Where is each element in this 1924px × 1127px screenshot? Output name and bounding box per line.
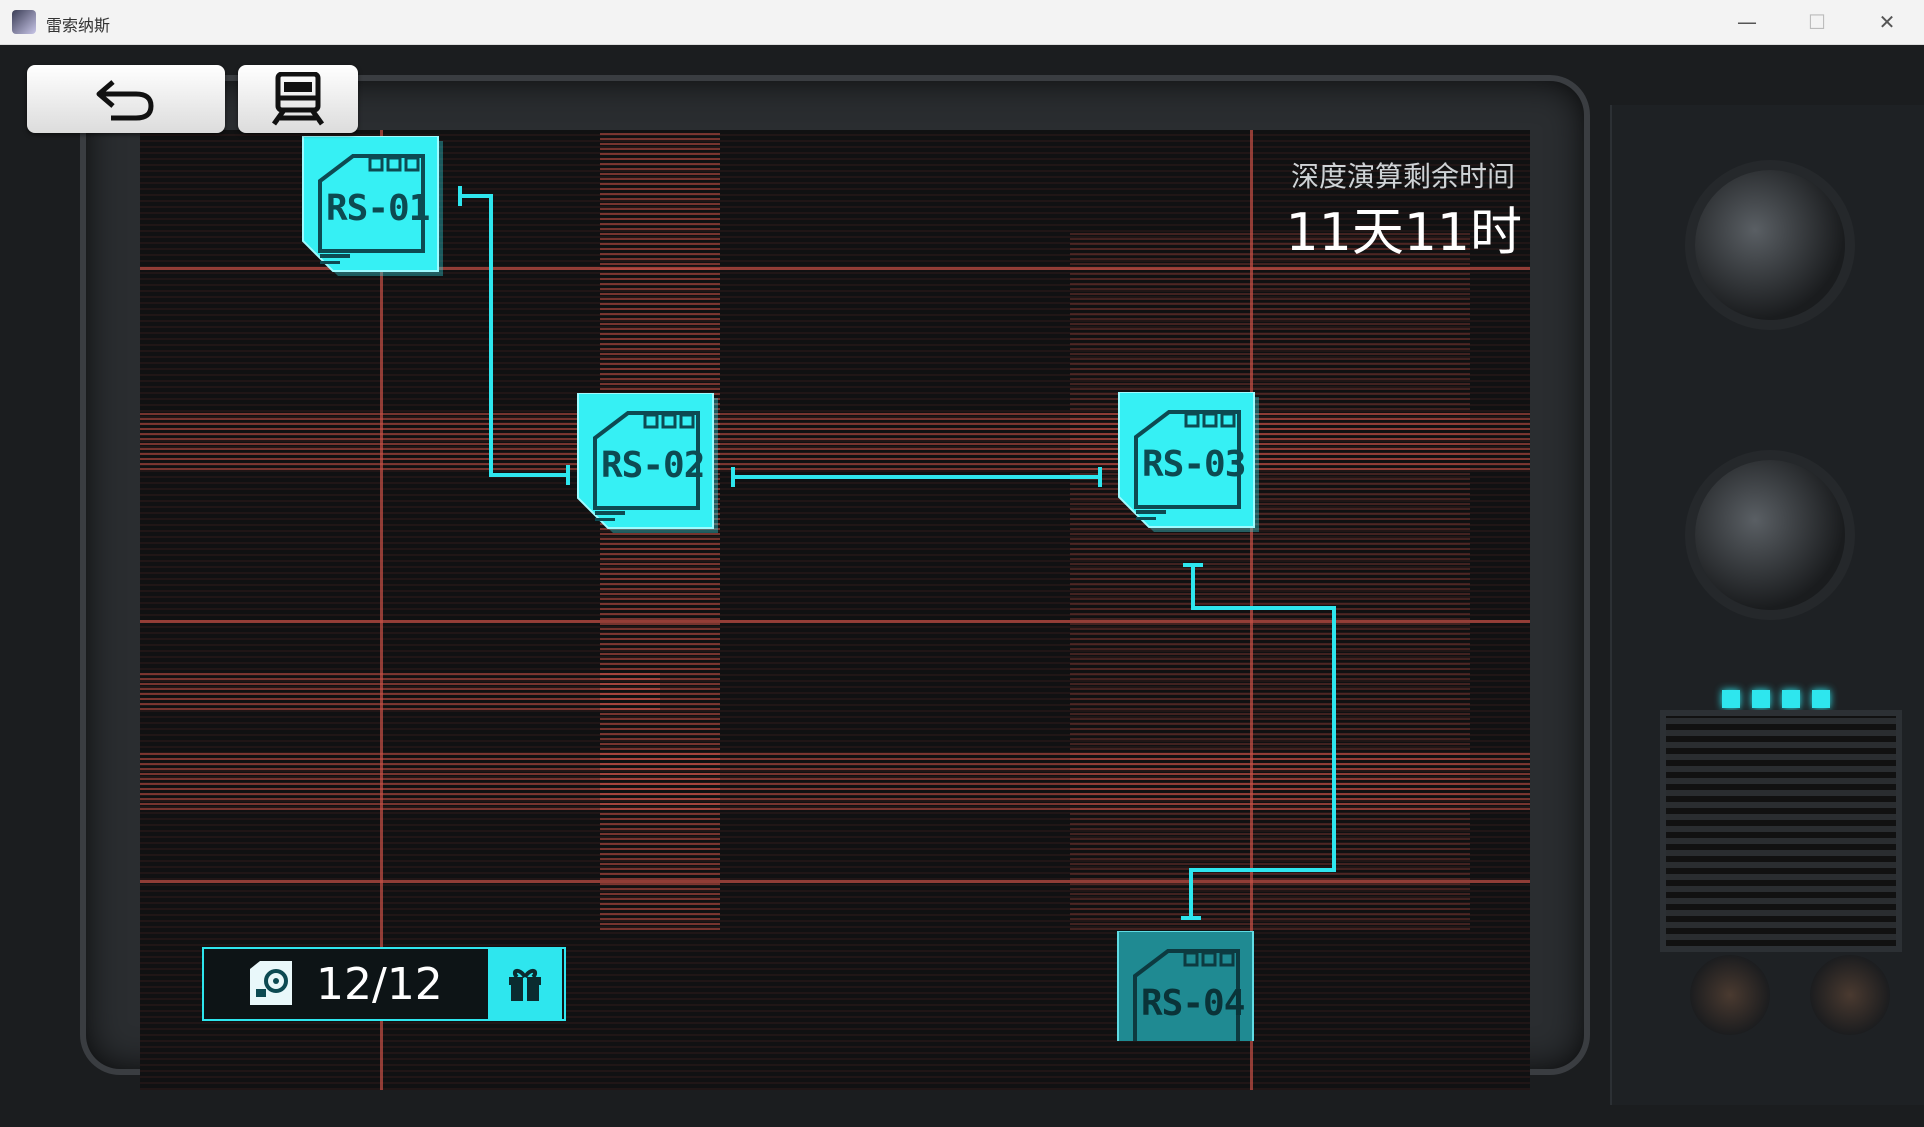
dial-knob-bottom bbox=[1695, 460, 1845, 610]
node-rs-01[interactable]: RS-01 bbox=[298, 135, 448, 286]
indicator-light bbox=[1722, 690, 1740, 708]
node-label: RS-02 bbox=[601, 445, 705, 486]
dial-knob-top bbox=[1695, 170, 1845, 320]
countdown-value: 11天11时 bbox=[1285, 203, 1522, 263]
round-button bbox=[1810, 955, 1890, 1035]
minimize-icon[interactable]: — bbox=[1737, 10, 1757, 34]
maximize-icon[interactable]: ☐ bbox=[1808, 10, 1826, 34]
node-card-icon bbox=[1117, 931, 1254, 1041]
node-rs-02[interactable]: RS-02 bbox=[573, 392, 723, 543]
train-icon bbox=[271, 72, 325, 126]
indicator-light bbox=[1752, 690, 1770, 708]
indicator-light bbox=[1782, 690, 1800, 708]
map-band bbox=[1070, 230, 1470, 930]
node-label: RS-04 bbox=[1141, 983, 1245, 1024]
train-button[interactable] bbox=[238, 65, 358, 133]
back-button[interactable] bbox=[27, 65, 225, 133]
map-line bbox=[140, 267, 1530, 270]
node-rs-04[interactable]: RS-04 bbox=[1113, 931, 1263, 1041]
map-band bbox=[600, 130, 720, 930]
node-label: RS-03 bbox=[1142, 444, 1246, 485]
map-band bbox=[140, 750, 1530, 810]
gift-icon bbox=[509, 969, 541, 1001]
countdown-label: 深度演算剩余时间 bbox=[1290, 160, 1515, 193]
close-icon[interactable]: ✕ bbox=[1878, 10, 1896, 34]
progress-value: 12/12 bbox=[316, 959, 443, 1010]
map-line bbox=[140, 880, 1530, 883]
node-rs-03[interactable]: RS-03 bbox=[1114, 391, 1264, 542]
map-line bbox=[140, 620, 1530, 623]
gift-button[interactable] bbox=[488, 947, 562, 1019]
window-titlebar: 雷索纳斯 — ☐ ✕ bbox=[0, 0, 1924, 45]
map-band bbox=[140, 670, 660, 710]
round-button bbox=[1690, 955, 1770, 1035]
node-card-icon bbox=[302, 135, 443, 276]
indicator-light bbox=[1812, 690, 1830, 708]
node-card-icon bbox=[577, 392, 718, 533]
window-title: 雷索纳斯 bbox=[46, 16, 111, 35]
node-card-icon bbox=[1118, 391, 1259, 532]
node-label: RS-01 bbox=[326, 188, 430, 229]
map-line bbox=[380, 130, 383, 1090]
speaker-grille bbox=[1660, 710, 1902, 952]
data-disk-icon bbox=[250, 961, 292, 1005]
map-band bbox=[140, 410, 1530, 470]
back-arrow-icon bbox=[96, 80, 154, 121]
app-icon bbox=[12, 10, 36, 34]
